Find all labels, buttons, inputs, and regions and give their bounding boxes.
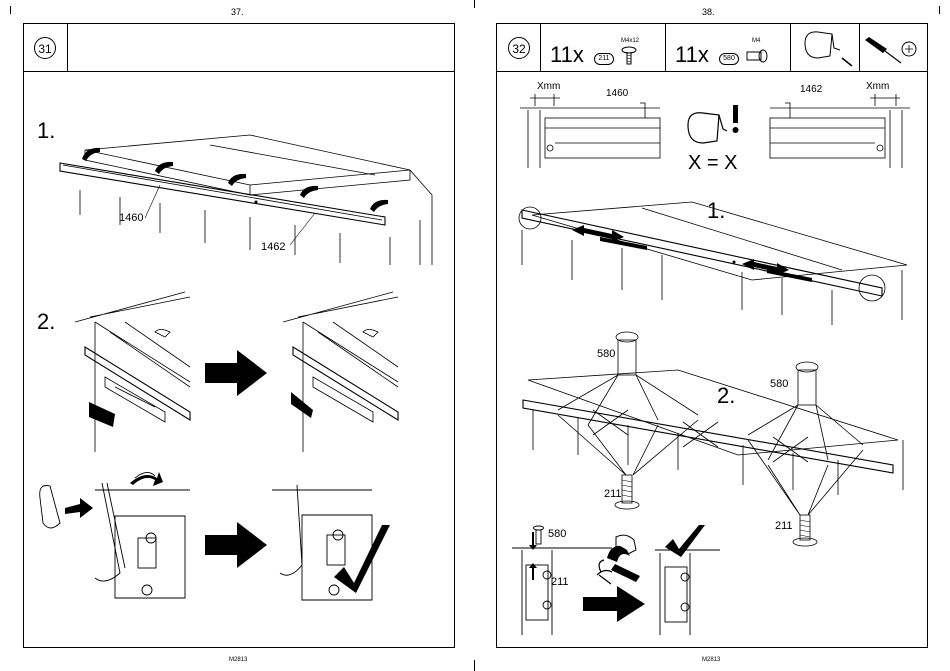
rail-label-1460: 1460: [119, 212, 143, 224]
crop-mark: [10, 6, 11, 14]
rail-label-1462: 1462: [261, 241, 285, 253]
rail-clip-closeup-after: [273, 292, 398, 457]
rail-clip-closeup-before: [65, 292, 190, 457]
rail-label-1462: 1462: [800, 84, 822, 95]
substep-number: 1.: [37, 118, 55, 144]
arrow-right-icon: [205, 350, 267, 396]
screwdriver-icon: [596, 532, 656, 587]
part-label-211: 211: [775, 520, 793, 532]
clip-hand-illustration: [35, 468, 195, 608]
equation-label: X = X: [688, 152, 737, 175]
rail-alignment-illustration: [512, 190, 912, 330]
substep-number: 2.: [37, 309, 55, 335]
spacer-screw-installation-illustration: [518, 325, 913, 550]
part-quantity: 11x: [550, 42, 584, 68]
x-label-right: Xmm: [866, 81, 889, 92]
crop-mark: [474, 0, 475, 8]
page-number: 38.: [702, 7, 715, 17]
part-label-580: 580: [548, 528, 566, 540]
rail-measurement-right-illustration: [770, 88, 910, 168]
rail-label-1460: 1460: [606, 88, 628, 99]
part-label-580: 580: [597, 348, 615, 360]
screw-icon: [620, 46, 638, 66]
clip-icon: [800, 28, 855, 68]
part-number-badge: 580: [719, 53, 739, 65]
crop-mark: [474, 660, 475, 671]
screwdriver-icon: [863, 35, 923, 65]
bracket-installed-illustration: [655, 525, 720, 635]
x-label-left: Xmm: [537, 81, 560, 92]
part-quantity: 11x: [675, 42, 709, 68]
part-label-211: 211: [551, 576, 569, 588]
footer-code: M2813: [229, 657, 247, 663]
step-number: 31: [34, 37, 56, 59]
clip-warning-icon: [683, 105, 743, 155]
step-number: 32: [508, 37, 530, 59]
arrow-right-icon: [583, 586, 645, 622]
crop-mark: [939, 6, 940, 14]
part-spec: M4x12: [621, 38, 639, 44]
spacer-icon: [745, 48, 769, 64]
page-number: 37.: [231, 7, 244, 17]
rail-measurement-left-illustration: [520, 88, 660, 168]
footer-code: M2813: [702, 657, 720, 663]
step-header-panel: [23, 23, 455, 72]
clip-installed-illustration: [272, 485, 402, 610]
part-number-badge: 211: [594, 53, 614, 65]
arrow-right-icon: [205, 522, 267, 568]
part-spec: M4: [752, 38, 760, 44]
rail-installation-illustration: [60, 125, 440, 265]
part-label-211: 211: [604, 488, 622, 500]
part-label-580: 580: [770, 378, 788, 390]
